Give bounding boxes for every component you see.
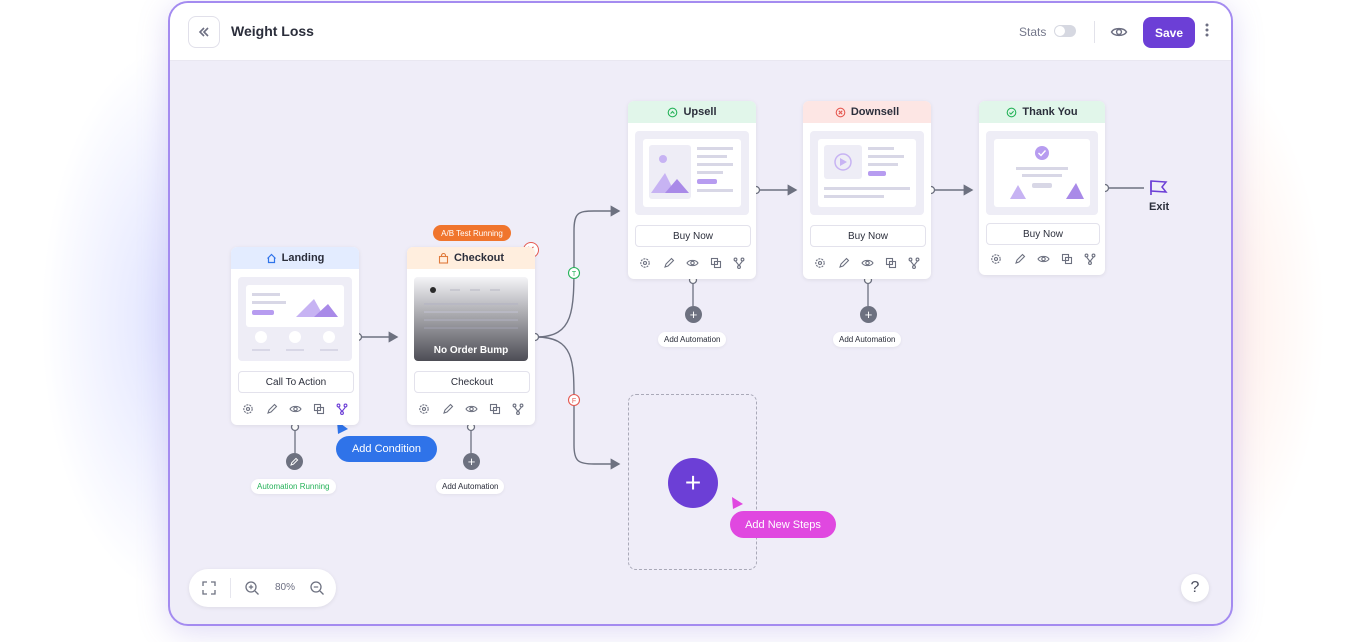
app-window: Weight Loss Stats Save xyxy=(168,1,1233,626)
downsell-step-title: Downsell xyxy=(850,106,900,118)
checkout-page-thumbnail xyxy=(414,277,528,361)
duplicate-icon[interactable] xyxy=(312,402,326,416)
upsell-step-card[interactable]: Upsell Buy Now xyxy=(628,101,756,279)
landing-toolbar xyxy=(241,402,349,416)
zoom-in-icon[interactable] xyxy=(244,580,260,596)
split-branch-icon[interactable] xyxy=(732,256,746,270)
back-button[interactable] xyxy=(188,16,220,48)
upsell-buy-now-button[interactable]: Buy Now xyxy=(635,225,751,247)
downsell-toolbar xyxy=(813,256,921,270)
add-new-step-plus-button[interactable]: + xyxy=(668,458,718,508)
downsell-add-automation-button[interactable]: + xyxy=(860,306,877,323)
duplicate-icon[interactable] xyxy=(1060,252,1074,266)
view-eye-icon[interactable] xyxy=(464,402,478,416)
checkout-add-automation-label[interactable]: Add Automation xyxy=(436,479,505,494)
true-branch-marker: T xyxy=(572,271,577,278)
zoom-controls: 80% xyxy=(189,569,336,607)
zoom-out-icon[interactable] xyxy=(309,580,325,596)
upsell-step-title: Upsell xyxy=(683,106,717,118)
view-eye-icon[interactable] xyxy=(860,256,874,270)
checkout-step-card[interactable]: Checkout No Order Bump Checkout xyxy=(407,247,535,425)
stats-label: Stats xyxy=(1019,25,1047,39)
view-eye-icon[interactable] xyxy=(685,256,699,270)
split-branch-icon[interactable] xyxy=(335,402,349,416)
checkout-add-automation-button[interactable]: + xyxy=(463,453,480,470)
toggle-knob xyxy=(1055,26,1065,36)
false-branch-marker: F xyxy=(572,398,576,405)
checkout-step-header: Checkout xyxy=(407,247,535,269)
split-branch-icon[interactable] xyxy=(907,256,921,270)
downsell-circle-icon xyxy=(835,107,846,117)
thankyou-step-card[interactable]: Thank You Buy Now xyxy=(979,101,1105,275)
chevrons-left-icon xyxy=(198,27,209,37)
edit-pencil-icon[interactable] xyxy=(1013,252,1027,266)
thankyou-toolbar xyxy=(989,252,1097,266)
thankyou-step-header: Thank You xyxy=(979,101,1105,123)
edit-pencil-icon[interactable] xyxy=(837,256,851,270)
view-eye-icon[interactable] xyxy=(288,402,302,416)
automation-running-label: Automation Running xyxy=(251,479,336,494)
duplicate-icon[interactable] xyxy=(884,256,898,270)
duplicate-icon[interactable] xyxy=(709,256,723,270)
checkout-toolbar xyxy=(417,402,525,416)
shopping-bag-icon xyxy=(438,252,448,264)
duplicate-icon[interactable] xyxy=(488,402,502,416)
fit-screen-icon[interactable] xyxy=(201,580,217,596)
header-divider xyxy=(1094,21,1095,43)
upsell-page-thumbnail xyxy=(635,131,749,215)
edit-pencil-icon[interactable] xyxy=(265,402,279,416)
settings-icon[interactable] xyxy=(813,256,827,270)
downsell-page-thumbnail xyxy=(810,131,924,215)
edit-pencil-icon[interactable] xyxy=(662,256,676,270)
save-button[interactable]: Save xyxy=(1143,17,1195,48)
thankyou-step-title: Thank You xyxy=(1022,106,1078,118)
ab-test-badge: A/B Test Running xyxy=(433,225,511,241)
add-condition-button[interactable]: Add Condition xyxy=(336,436,437,462)
stats-toggle[interactable] xyxy=(1054,25,1076,37)
checkout-step-title: Checkout xyxy=(453,252,505,264)
downsell-buy-now-button[interactable]: Buy Now xyxy=(810,225,926,247)
top-bar: Weight Loss Stats Save xyxy=(170,3,1231,61)
upsell-circle-icon xyxy=(668,107,678,117)
edit-pencil-icon xyxy=(290,457,299,466)
thankyou-page-thumbnail xyxy=(986,131,1098,215)
settings-icon[interactable] xyxy=(417,402,431,416)
no-order-bump-overlay: No Order Bump xyxy=(433,345,509,356)
checkout-button[interactable]: Checkout xyxy=(414,371,530,393)
landing-step-header: Landing xyxy=(231,247,359,269)
split-branch-icon[interactable] xyxy=(1083,252,1097,266)
upsell-add-automation-label[interactable]: Add Automation xyxy=(658,332,727,347)
edit-automation-button[interactable] xyxy=(286,453,303,470)
zoom-divider xyxy=(230,578,231,598)
home-icon xyxy=(266,253,276,263)
edit-pencil-icon[interactable] xyxy=(441,402,455,416)
more-options-icon[interactable] xyxy=(1202,23,1212,43)
upsell-step-header: Upsell xyxy=(628,101,756,123)
settings-icon[interactable] xyxy=(989,252,1003,266)
add-new-steps-button[interactable]: Add New Steps xyxy=(730,511,836,538)
page-title: Weight Loss xyxy=(231,23,314,39)
preview-eye-icon[interactable] xyxy=(1110,23,1128,41)
upsell-add-automation-button[interactable]: + xyxy=(685,306,702,323)
settings-icon[interactable] xyxy=(638,256,652,270)
check-circle-icon xyxy=(1007,107,1017,117)
landing-cta-button[interactable]: Call To Action xyxy=(238,371,354,393)
thankyou-buy-now-button[interactable]: Buy Now xyxy=(986,223,1100,245)
help-button[interactable]: ? xyxy=(1181,574,1209,602)
downsell-step-header: Downsell xyxy=(803,101,931,123)
exit-label: Exit xyxy=(1149,201,1170,213)
downsell-add-automation-label[interactable]: Add Automation xyxy=(833,332,902,347)
view-eye-icon[interactable] xyxy=(1036,252,1050,266)
landing-step-card[interactable]: Landing Call To Action xyxy=(231,247,359,425)
downsell-step-card[interactable]: Downsell Buy Now xyxy=(803,101,931,279)
split-branch-icon[interactable] xyxy=(511,402,525,416)
landing-page-thumbnail xyxy=(238,277,352,361)
exit-flag-icon xyxy=(1150,180,1168,195)
add-new-steps-dropzone[interactable] xyxy=(628,394,757,570)
settings-icon[interactable] xyxy=(241,402,255,416)
flow-canvas[interactable]: T F Landing xyxy=(170,61,1231,624)
zoom-level: 80% xyxy=(275,582,296,593)
upsell-toolbar xyxy=(638,256,746,270)
landing-step-title: Landing xyxy=(281,252,325,264)
